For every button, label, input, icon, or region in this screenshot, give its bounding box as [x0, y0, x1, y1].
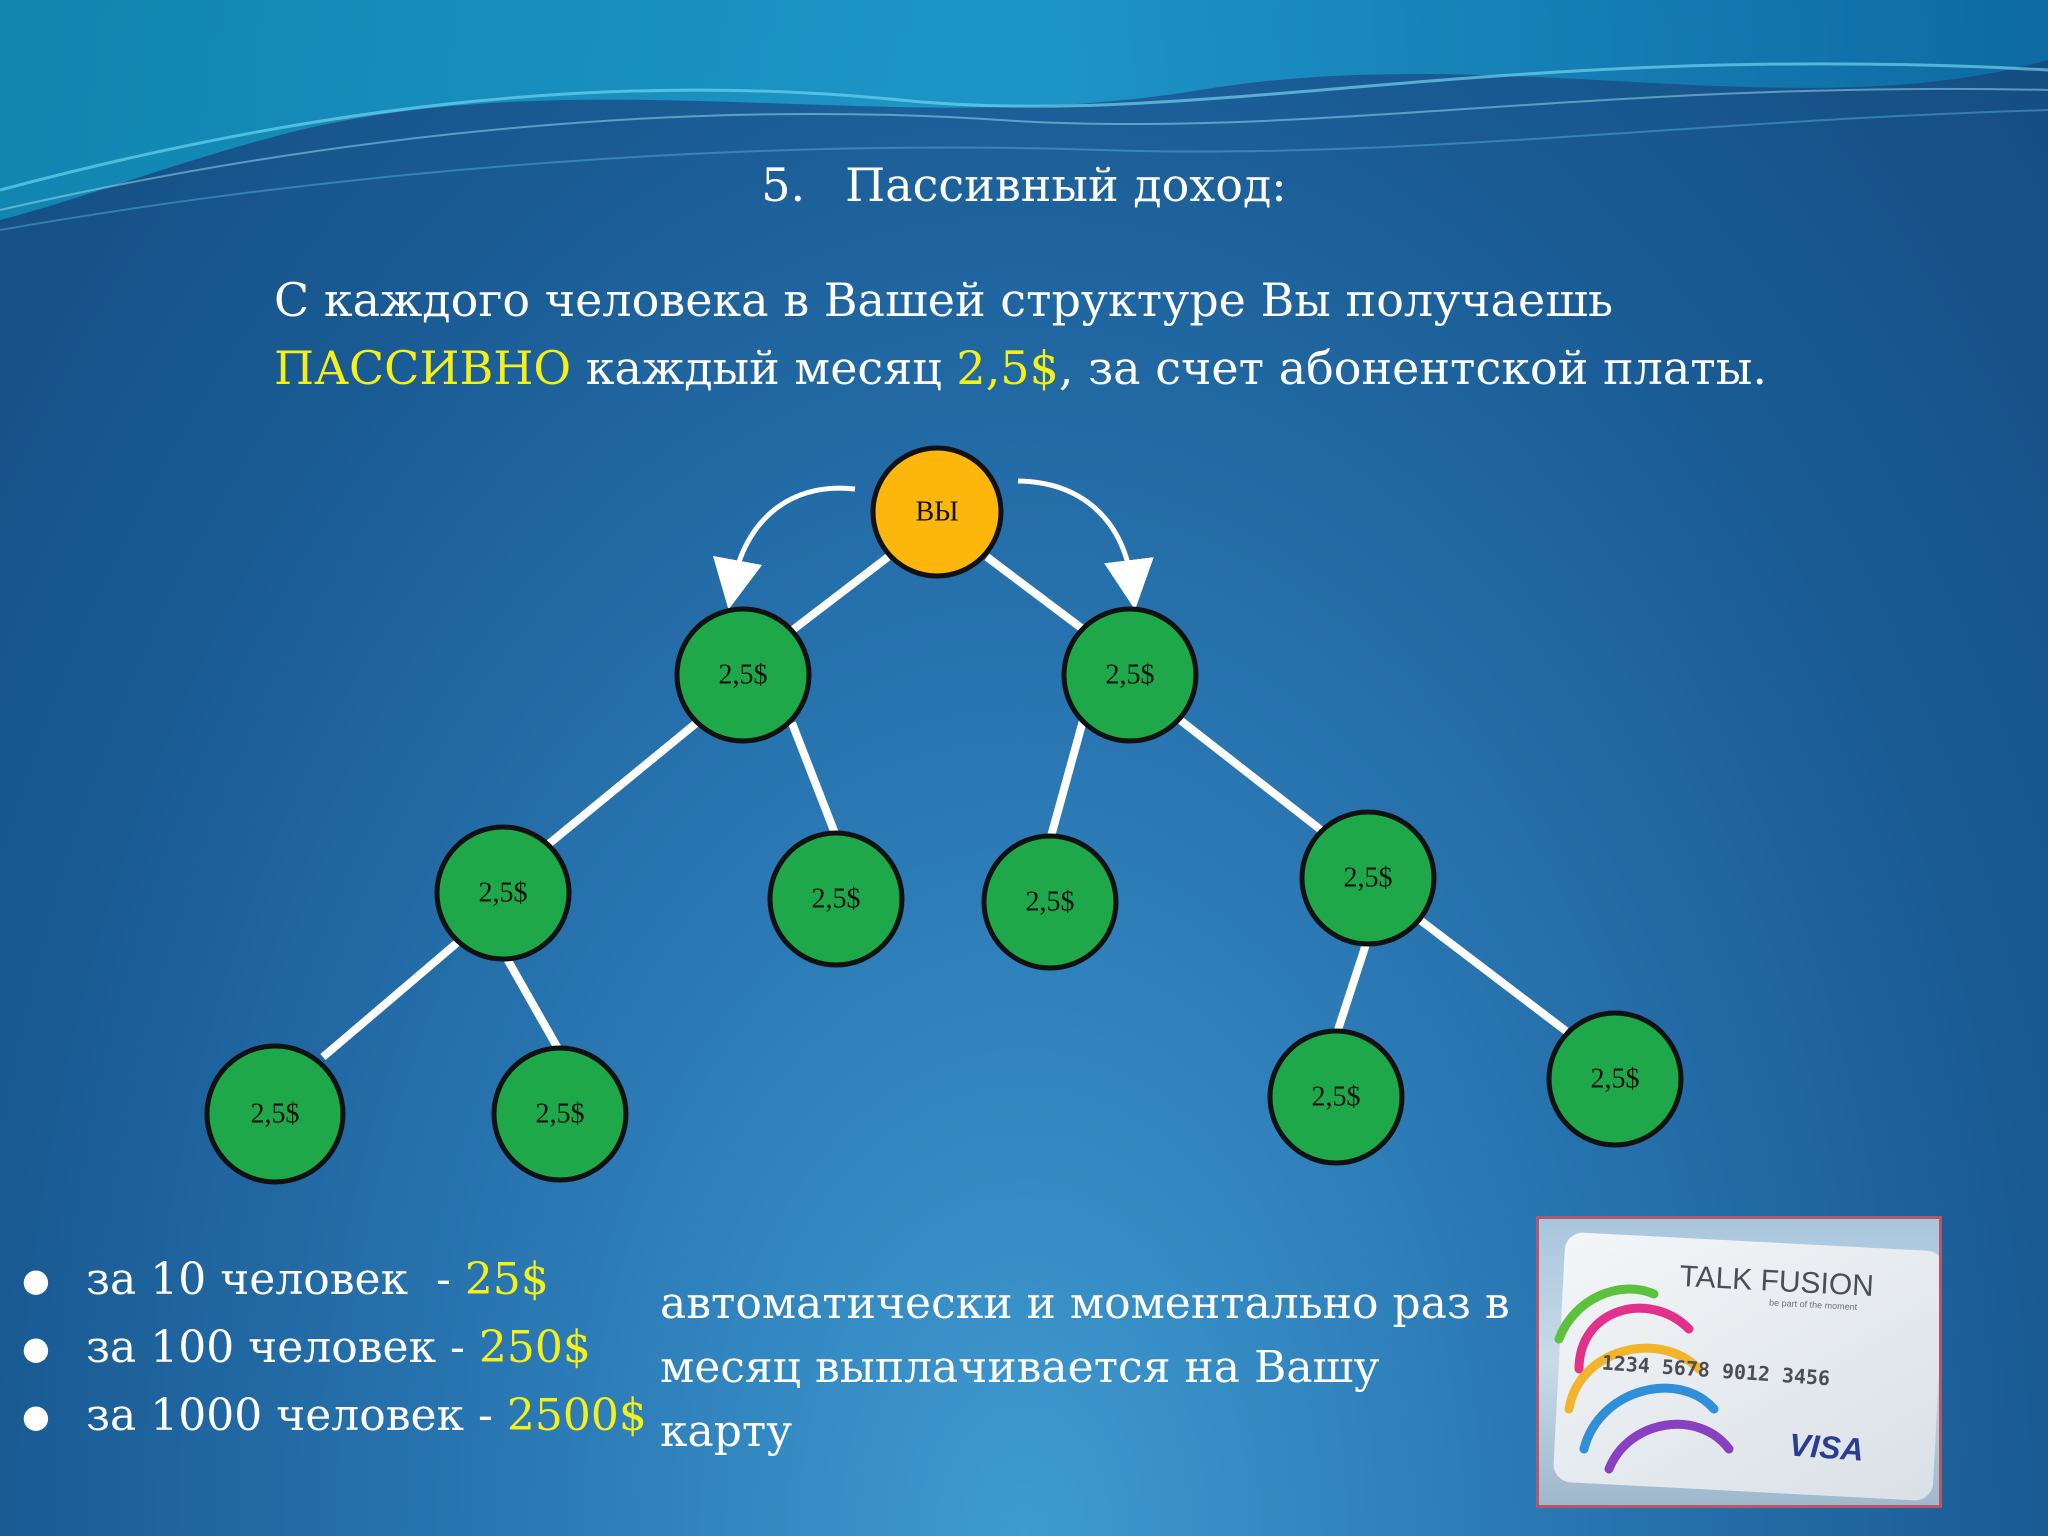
- connector-l1-ll: [542, 716, 703, 851]
- node-root-label: ВЫ: [915, 496, 958, 527]
- connector-root-right: [984, 553, 1087, 634]
- arrow-right-curve: [1017, 478, 1154, 610]
- connector-l1-lr: [788, 721, 840, 838]
- node-label: 2,5$: [1026, 886, 1075, 917]
- earnings-amount: 2500$: [506, 1390, 647, 1441]
- intro-text: С каждого человека в Вашей структуре Вы …: [274, 266, 1834, 402]
- earnings-amount: 25$: [464, 1254, 549, 1305]
- earnings-text: за 100 человек -: [86, 1322, 479, 1373]
- bullet-icon: ●: [22, 1397, 50, 1435]
- node-rr-left-level3: 2,5$: [1267, 1028, 1405, 1166]
- node-label: 2,5$: [536, 1098, 585, 1129]
- intro-highlight-passive: ПАССИВНО: [274, 341, 572, 395]
- node-label: 2,5$: [1106, 659, 1155, 690]
- structure-tree-diagram: ВЫ 2,5$ 2,5$ 2,5$ 2,5$ 2,5$ 2,5$ 2,5$ 2,…: [204, 445, 1684, 1185]
- talk-fusion-card-picture: TALK FUSION be part of the moment 1234 5…: [1553, 1232, 1939, 1501]
- title-number: 5.: [761, 158, 806, 212]
- node-ll-left-level3: 2,5$: [204, 1043, 346, 1185]
- connector-r1-rl: [1046, 715, 1088, 842]
- node-left-left-level2: 2,5$: [434, 824, 572, 962]
- connector-root-left: [787, 553, 891, 636]
- node-label: 2,5$: [719, 659, 768, 690]
- connector-r1-rr: [1177, 716, 1324, 834]
- bullet-icon: ●: [22, 1261, 50, 1299]
- connector-r2-rr: [1417, 916, 1569, 1035]
- node-label: 2,5$: [251, 1098, 300, 1129]
- earnings-item: ● за 100 человек - 250$: [20, 1314, 647, 1382]
- node-right-left-level2: 2,5$: [981, 833, 1119, 971]
- node-label: 2,5$: [1591, 1063, 1640, 1094]
- card-tagline: be part of the moment: [1769, 1297, 1858, 1312]
- intro-part3: , за счет абонентской платы.: [1058, 341, 1767, 395]
- intro-part1: С каждого человека в Вашей структуре Вы …: [274, 273, 1614, 327]
- node-rr-right-level3: 2,5$: [1546, 1010, 1684, 1148]
- node-label: 2,5$: [1312, 1081, 1361, 1112]
- earnings-text: за 1000 человек -: [86, 1390, 507, 1441]
- card-network: VISA: [1788, 1427, 1865, 1468]
- intro-part2: каждый месяц: [571, 341, 957, 395]
- card-image: TALK FUSION be part of the moment 1234 5…: [1536, 1216, 1942, 1508]
- connector-l2-ll: [320, 938, 461, 1061]
- earnings-text: за 10 человек -: [86, 1254, 465, 1305]
- node-root: ВЫ: [870, 445, 1004, 579]
- node-label: 2,5$: [479, 877, 528, 908]
- card-swirl-logo: [1554, 1284, 1734, 1474]
- connector-l2-lr: [502, 955, 564, 1054]
- title-text: Пассивный доход:: [845, 158, 1287, 212]
- node-label: 2,5$: [812, 883, 861, 914]
- payout-text: автоматически и моментально раз в месяц …: [660, 1278, 1510, 1457]
- earnings-amount: 250$: [478, 1322, 591, 1373]
- intro-highlight-amount: 2,5$: [956, 341, 1059, 395]
- earnings-item: ● за 1000 человек - 2500$: [20, 1382, 647, 1450]
- node-left-level1: 2,5$: [674, 606, 812, 744]
- arrow-left-curve: [712, 485, 856, 610]
- node-right-right-level2: 2,5$: [1299, 809, 1437, 947]
- node-ll-right-level3: 2,5$: [491, 1045, 629, 1183]
- node-right-level1: 2,5$: [1061, 606, 1199, 744]
- bullet-icon: ●: [22, 1329, 50, 1367]
- earnings-item: ● за 10 человек - 25$: [20, 1246, 647, 1314]
- background-waves: [0, 0, 2048, 231]
- node-label: 2,5$: [1344, 862, 1393, 893]
- node-left-right-level2: 2,5$: [767, 830, 905, 968]
- slide-title: 5. Пассивный доход:: [0, 158, 2048, 212]
- connector-r2-rl: [1332, 936, 1372, 1038]
- earnings-list: ● за 10 человек - 25$ ● за 100 человек - 2…: [20, 1246, 647, 1450]
